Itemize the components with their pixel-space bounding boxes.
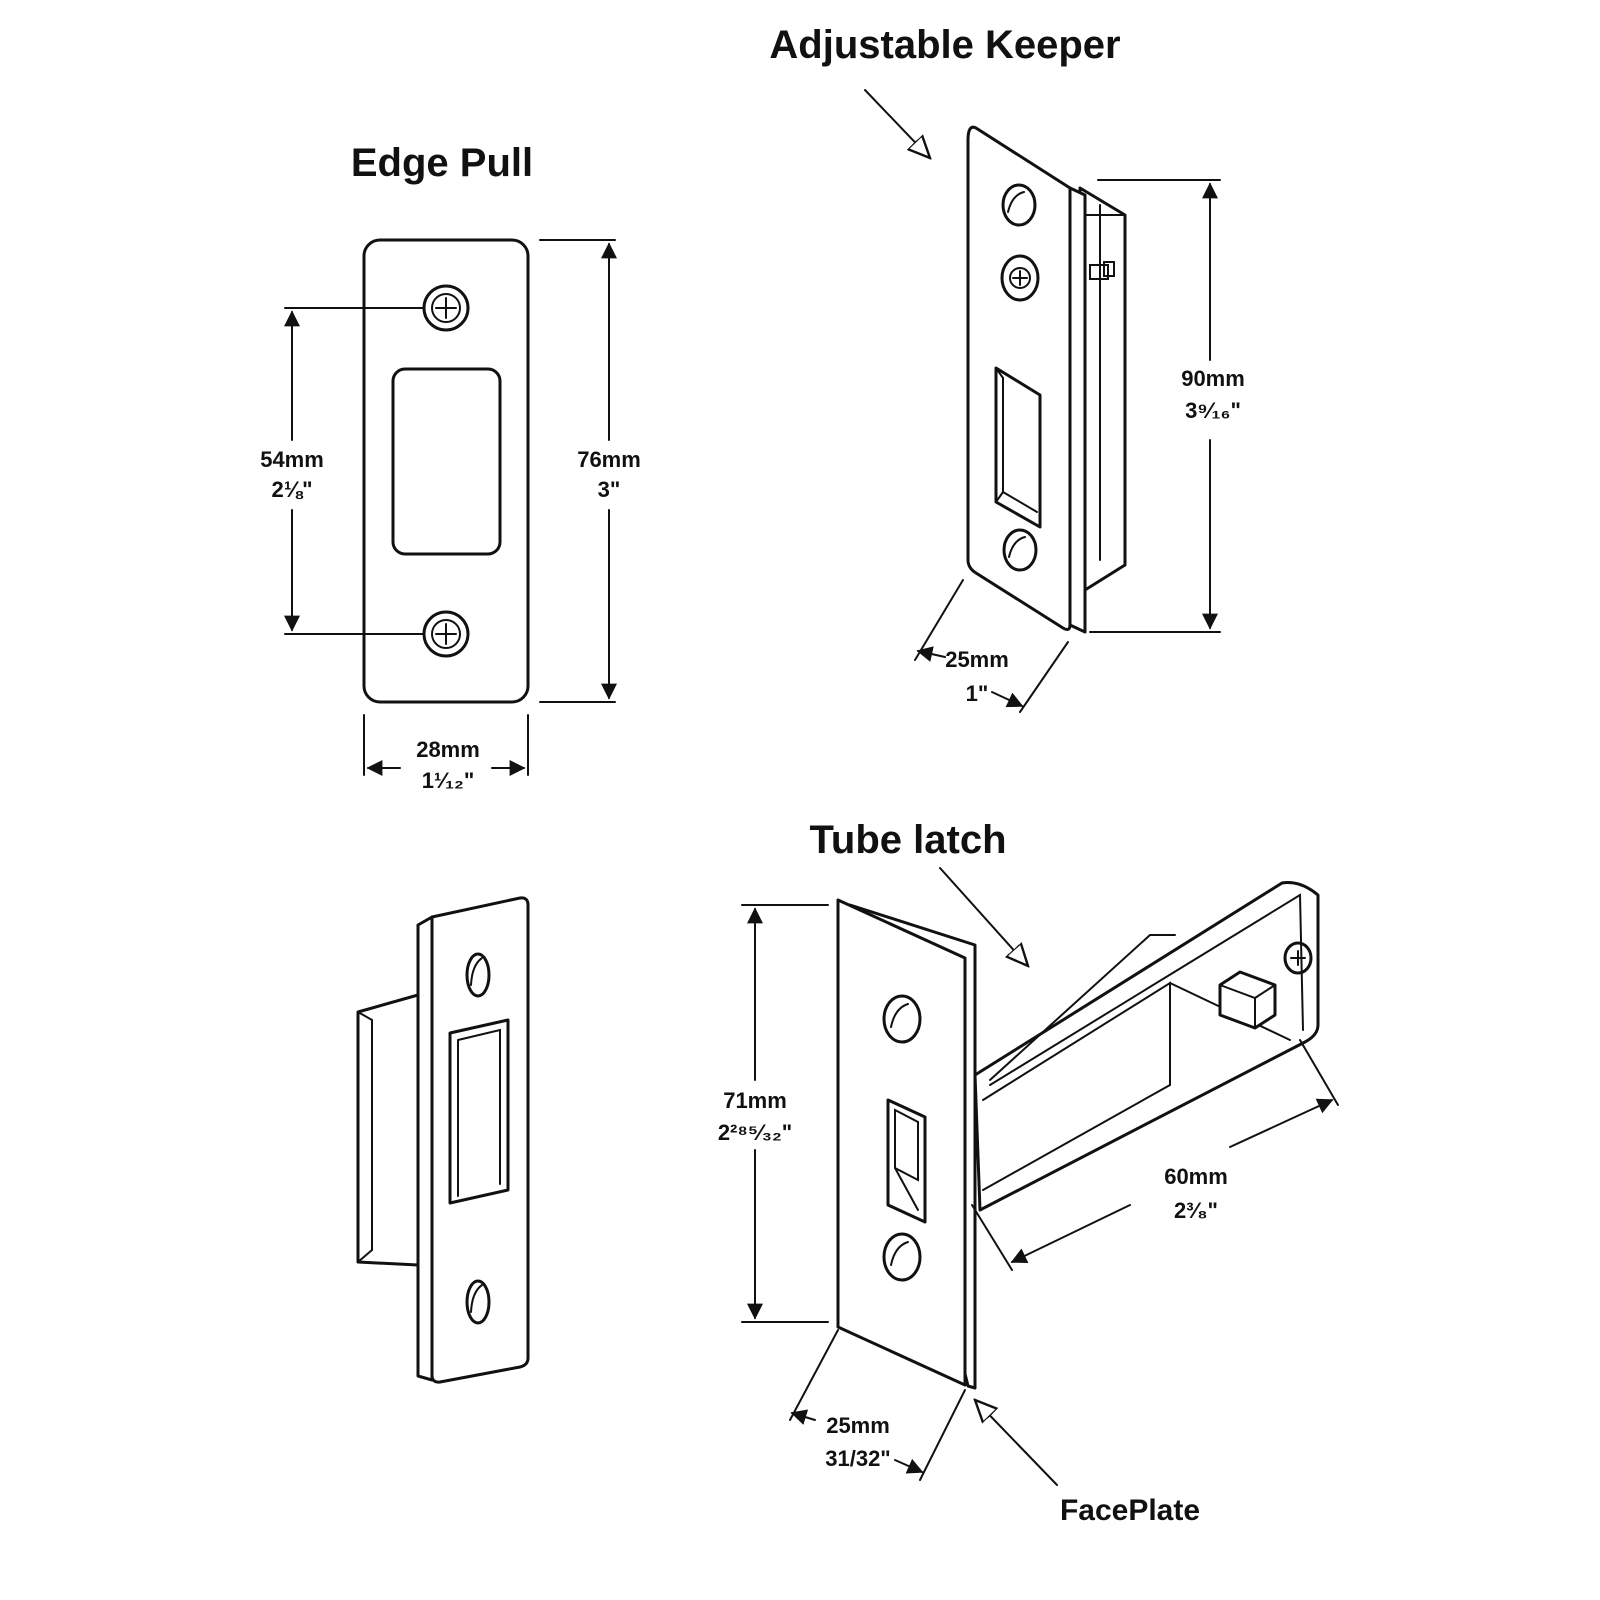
edge-pull-drawing: Edge Pull 54mm 2⅛" <box>260 141 641 793</box>
edge-pull-height-dimension: 76mm 3" <box>539 239 641 703</box>
edge-pull-screw-spacing-dimension: 54mm 2⅛" <box>260 307 424 635</box>
keeper-width-mm: 25mm <box>945 647 1009 672</box>
tube-latch-backset-in: 2³⁄₈" <box>1174 1198 1218 1223</box>
keeper-strike-opening <box>994 366 1042 529</box>
edge-pull-width-dimension: 28mm 1¹⁄₁₂" <box>363 714 529 793</box>
keeper-width-in: 1" <box>966 681 989 706</box>
latch-perspective-drawing <box>356 896 530 1384</box>
edge-pull-width-in: 1¹⁄₁₂" <box>422 768 475 793</box>
adjustable-keeper-title: Adjustable Keeper <box>769 23 1120 67</box>
edge-pull-width-mm: 28mm <box>416 737 480 762</box>
edge-pull-height-mm: 76mm <box>577 447 641 472</box>
edge-pull-height-in: 3" <box>598 477 621 502</box>
edge-pull-plate <box>362 238 530 704</box>
tube-latch-backset-mm: 60mm <box>1164 1164 1228 1189</box>
tube-latch-bottom-hole-icon <box>882 1232 922 1282</box>
tube-latch-drawing: Tube latch <box>718 818 1339 1527</box>
latch-bottom-hole-icon <box>465 1279 491 1325</box>
adjustable-keeper-drawing: Adjustable Keeper <box>769 23 1245 713</box>
tube-latch-height-mm: 71mm <box>723 1088 787 1113</box>
keeper-box <box>1078 186 1127 592</box>
keeper-width-dimension: 25mm 1" <box>914 579 1069 713</box>
edge-pull-spacing-mm: 54mm <box>260 447 324 472</box>
edge-pull-spacing-in: 2⅛" <box>271 477 312 502</box>
tube-latch-spindle-icon <box>1218 970 1277 1030</box>
tube-latch-bolt-icon <box>886 1098 927 1224</box>
keeper-height-dimension: 90mm 3⁹⁄₁₆" <box>1089 179 1245 633</box>
keeper-height-in: 3⁹⁄₁₆" <box>1185 398 1241 423</box>
edge-pull-title: Edge Pull <box>351 141 533 185</box>
faceplate-label: FacePlate <box>1060 1494 1200 1527</box>
tube-latch-height-dimension: 71mm 2²⁸⁵⁄₃₂" <box>718 904 829 1323</box>
tube-latch-faceplate <box>836 898 967 1387</box>
keeper-screw-icon <box>1000 254 1040 302</box>
tube-latch-height-in: 2²⁸⁵⁄₃₂" <box>718 1120 792 1145</box>
edge-pull-recess <box>391 367 502 556</box>
latch-top-hole-icon <box>465 952 491 998</box>
tube-latch-width-mm: 25mm <box>826 1413 890 1438</box>
latch-plate <box>430 896 530 1384</box>
tube-latch-top-hole-icon <box>882 994 922 1044</box>
keeper-bottom-hole-icon <box>1002 528 1038 572</box>
tube-latch-width-dimension: 25mm 31/32" <box>789 1329 966 1481</box>
tube-latch-set-screw-icon <box>1283 941 1313 975</box>
tube-latch-width-in: 31/32" <box>825 1446 890 1471</box>
tube-latch-backset-dimension: 60mm 2³⁄₈" <box>971 1039 1339 1271</box>
keeper-height-mm: 90mm <box>1181 366 1245 391</box>
keeper-plate <box>966 125 1072 631</box>
tube-latch-title: Tube latch <box>809 818 1006 862</box>
tube-latch-tube <box>973 881 1320 1212</box>
latch-strike-opening <box>448 1018 510 1205</box>
keeper-top-hole-icon <box>1001 183 1037 227</box>
